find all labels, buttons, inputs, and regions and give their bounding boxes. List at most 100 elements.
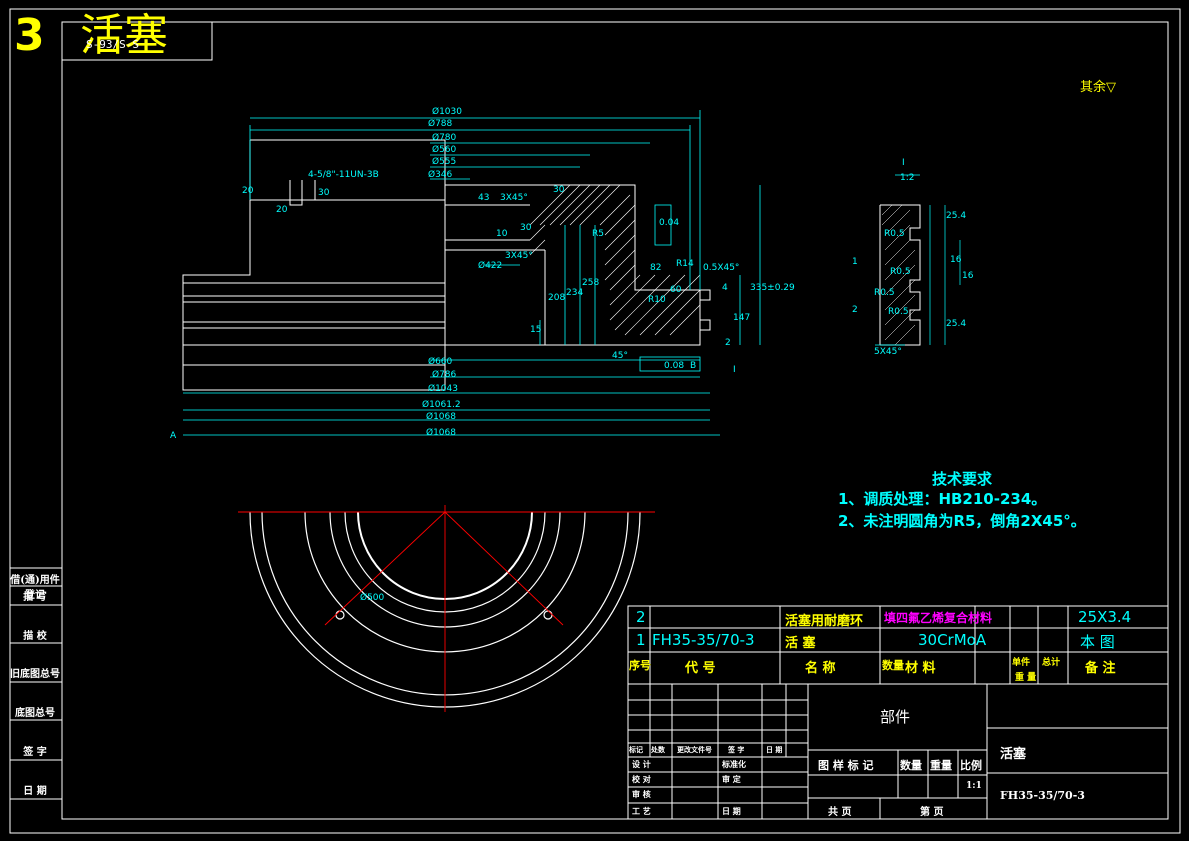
sign-standard: 标准化 bbox=[722, 759, 746, 769]
mark-label-qty: 数量 bbox=[900, 759, 922, 772]
dim-1030: Ø1030 bbox=[432, 106, 462, 117]
mark-label-pattern: 图 样 标 记 bbox=[818, 759, 874, 772]
parts-header-material: 材 料 bbox=[905, 661, 936, 676]
dim-560: Ø560 bbox=[432, 144, 457, 155]
rev-header-sign: 签 字 bbox=[728, 745, 745, 754]
title-block-part-name: 活塞 bbox=[1000, 747, 1027, 762]
piston-section-view bbox=[182, 139, 711, 391]
dim-20: 20 bbox=[276, 205, 288, 215]
dim-chamfer-3: 0.5X45° bbox=[703, 263, 739, 273]
sign-check: 校 对 bbox=[632, 774, 651, 784]
dim-chamfer-1: 3X45° bbox=[500, 193, 528, 203]
parts-header-code: 代 号 bbox=[685, 661, 716, 676]
detail-16b: 16 bbox=[962, 271, 974, 281]
detail-r2: R0.5 bbox=[890, 267, 911, 277]
dim-30c: 30 bbox=[318, 188, 330, 198]
section-mark: I bbox=[733, 365, 736, 375]
dim-346: Ø346 bbox=[428, 169, 453, 180]
dim-chamfer-2: 3X45° bbox=[505, 251, 533, 261]
dim-15: 15 bbox=[530, 325, 541, 335]
title-ghost-text: S-93/S-S bbox=[86, 38, 139, 51]
sign-date: 日 期 bbox=[722, 806, 741, 816]
sign-design: 设 计 bbox=[632, 759, 651, 769]
side-label-date: 日 期 bbox=[23, 786, 47, 797]
bottom-view-centerlines bbox=[238, 505, 655, 712]
dim-4: 4 bbox=[722, 283, 728, 293]
rev-header-file: 更改文件号 bbox=[677, 745, 712, 754]
dim-258: 258 bbox=[582, 278, 599, 288]
part-1-name: 活 塞 bbox=[785, 636, 816, 651]
part-1-material: 30CrMoA bbox=[918, 631, 987, 649]
part-2-material: 填四氟乙烯复合材料 bbox=[884, 611, 993, 625]
dim-234: 234 bbox=[566, 288, 583, 298]
dim-335: 335±0.29 bbox=[750, 283, 795, 293]
dim-r5: R5 bbox=[592, 229, 604, 239]
dim-45deg: 45° bbox=[612, 351, 628, 361]
side-label-checked: 描 校 bbox=[23, 631, 47, 642]
outer-border bbox=[9, 8, 1181, 834]
dim-660: Ø660 bbox=[428, 356, 453, 367]
dim-2: 2 bbox=[725, 338, 731, 348]
side-label-old-no: 旧底图总号 bbox=[10, 669, 60, 680]
rev-header-mark: 标记 bbox=[629, 745, 643, 754]
parts-header-weight: 重 量 bbox=[1015, 673, 1037, 683]
mark-label-scale: 比例 bbox=[960, 759, 982, 772]
detail-view-dims bbox=[875, 174, 961, 346]
dim-82: 82 bbox=[650, 263, 661, 273]
scale-value: 1:1 bbox=[966, 781, 982, 791]
parts-header-name: 名 称 bbox=[805, 661, 836, 676]
dim-20b: 20 bbox=[242, 186, 254, 196]
binding-column bbox=[10, 567, 62, 800]
dim-1068b: Ø1068 bbox=[426, 427, 456, 438]
detail-scale: 1:2 bbox=[900, 173, 914, 183]
sheet-total: 共 页 bbox=[828, 807, 852, 818]
parts-header-unit: 单件 bbox=[1012, 658, 1031, 668]
title-block-part-type: 部件 bbox=[880, 708, 911, 726]
detail-r4: R0.5 bbox=[888, 307, 909, 317]
parts-header-total: 总计 bbox=[1042, 658, 1061, 668]
sign-approve: 审 定 bbox=[722, 774, 741, 784]
title-box bbox=[61, 21, 213, 61]
sheet-current: 第 页 bbox=[920, 807, 944, 818]
part-1-no: 1 bbox=[636, 631, 646, 649]
datum-b: B bbox=[690, 361, 696, 371]
rev-header-count: 处数 bbox=[651, 745, 665, 754]
detail-254b: 25.4 bbox=[946, 319, 966, 329]
detail-label: I bbox=[902, 158, 905, 168]
part-1-code: FH35-35/70-3 bbox=[652, 631, 755, 649]
inner-border bbox=[61, 21, 1169, 820]
part-2-no: 2 bbox=[636, 608, 646, 626]
detail-r1: R0.5 bbox=[884, 229, 905, 239]
part-2-note: 25X3.4 bbox=[1078, 608, 1132, 626]
section-hatch bbox=[529, 184, 701, 336]
tech-requirements-title: 技术要求 bbox=[932, 470, 993, 488]
detail-view-hatch bbox=[881, 204, 916, 346]
sign-review: 审 核 bbox=[632, 789, 651, 799]
dim-147: 147 bbox=[733, 313, 750, 323]
side-label-sign: 签 字 bbox=[23, 747, 47, 758]
dim-208: 208 bbox=[548, 293, 565, 303]
part-2-name: 活塞用耐磨环 bbox=[785, 614, 864, 629]
tol-004: 0.04 bbox=[659, 218, 679, 228]
roughness-note: 其余▽ bbox=[1080, 80, 1116, 95]
rev-header-date: 日 期 bbox=[766, 745, 783, 754]
dimension-labels: Ø1030 Ø788 Ø780 Ø560 Ø555 Ø346 Ø422 Ø660… bbox=[170, 106, 974, 603]
dim-555: Ø555 bbox=[432, 156, 456, 167]
side-label-base-no: 底图总号 bbox=[15, 708, 55, 719]
detail-callout-1: 1 bbox=[852, 257, 858, 267]
parts-header-no: 序号 bbox=[629, 659, 651, 672]
drawing-number: 3 bbox=[14, 10, 45, 61]
dim-r14: R14 bbox=[676, 259, 694, 269]
sign-process: 工 艺 bbox=[632, 806, 651, 816]
dim-10: 10 bbox=[496, 229, 508, 239]
dimension-lines bbox=[183, 110, 761, 436]
dim-thread: 4-5/8"-11UN-3B bbox=[308, 170, 379, 180]
datum-a: A bbox=[170, 431, 177, 441]
part-1-note: 本 图 bbox=[1080, 633, 1115, 651]
dim-60: 60 bbox=[670, 285, 682, 295]
title-block-drawing-no: FH35-35/70-3 bbox=[1000, 789, 1085, 802]
dim-30a: 30 bbox=[553, 185, 565, 195]
dim-422: Ø422 bbox=[478, 260, 502, 271]
dim-1068a: Ø1068 bbox=[426, 411, 456, 422]
